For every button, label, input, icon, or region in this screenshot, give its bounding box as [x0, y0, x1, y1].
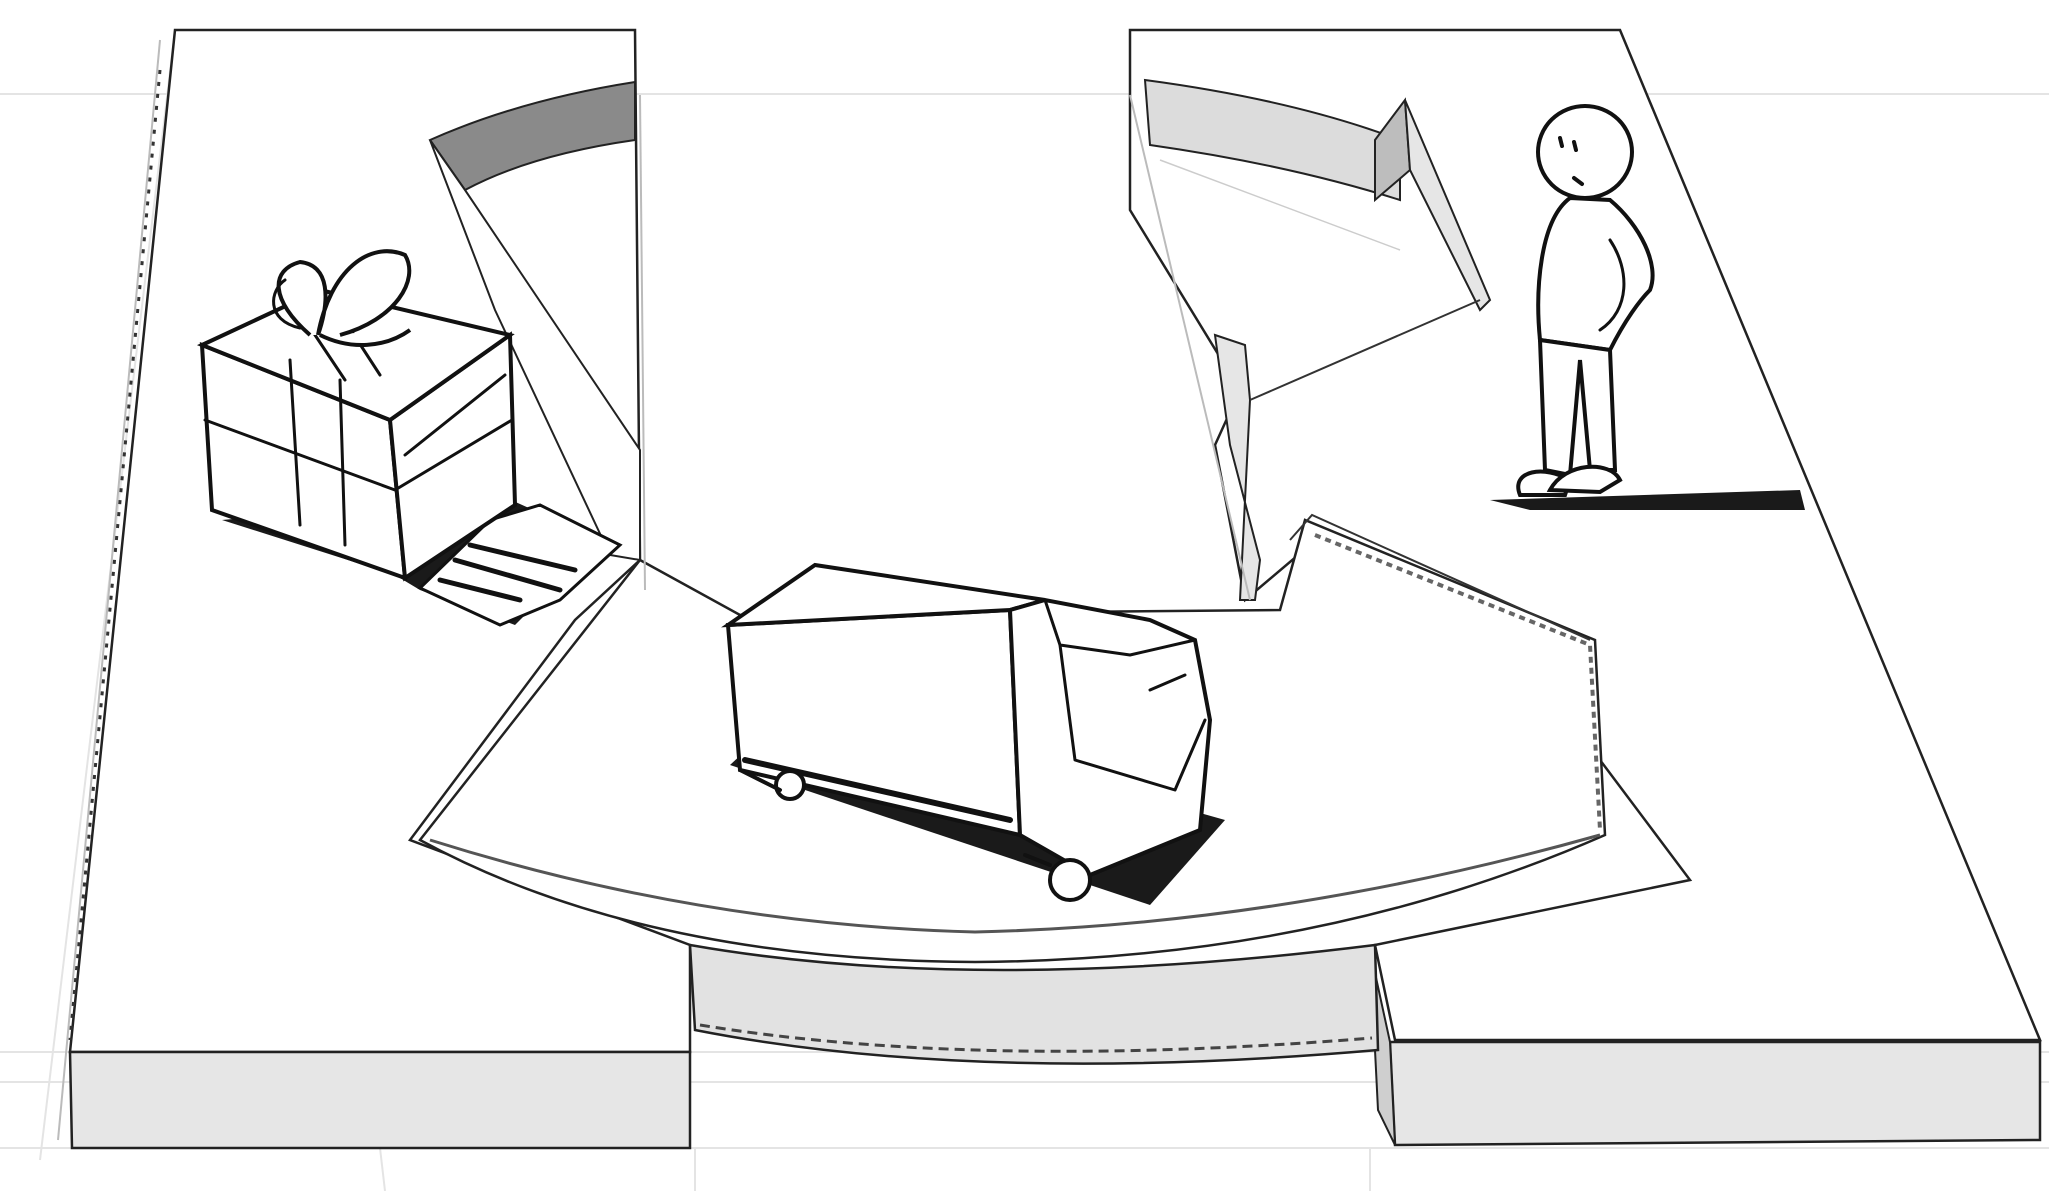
person-head: [1538, 106, 1632, 198]
left-slab: [58, 30, 690, 1148]
truck-cab: [1010, 600, 1210, 875]
left-slab-front: [70, 1052, 690, 1148]
right-slab-front: [1390, 1042, 2040, 1145]
